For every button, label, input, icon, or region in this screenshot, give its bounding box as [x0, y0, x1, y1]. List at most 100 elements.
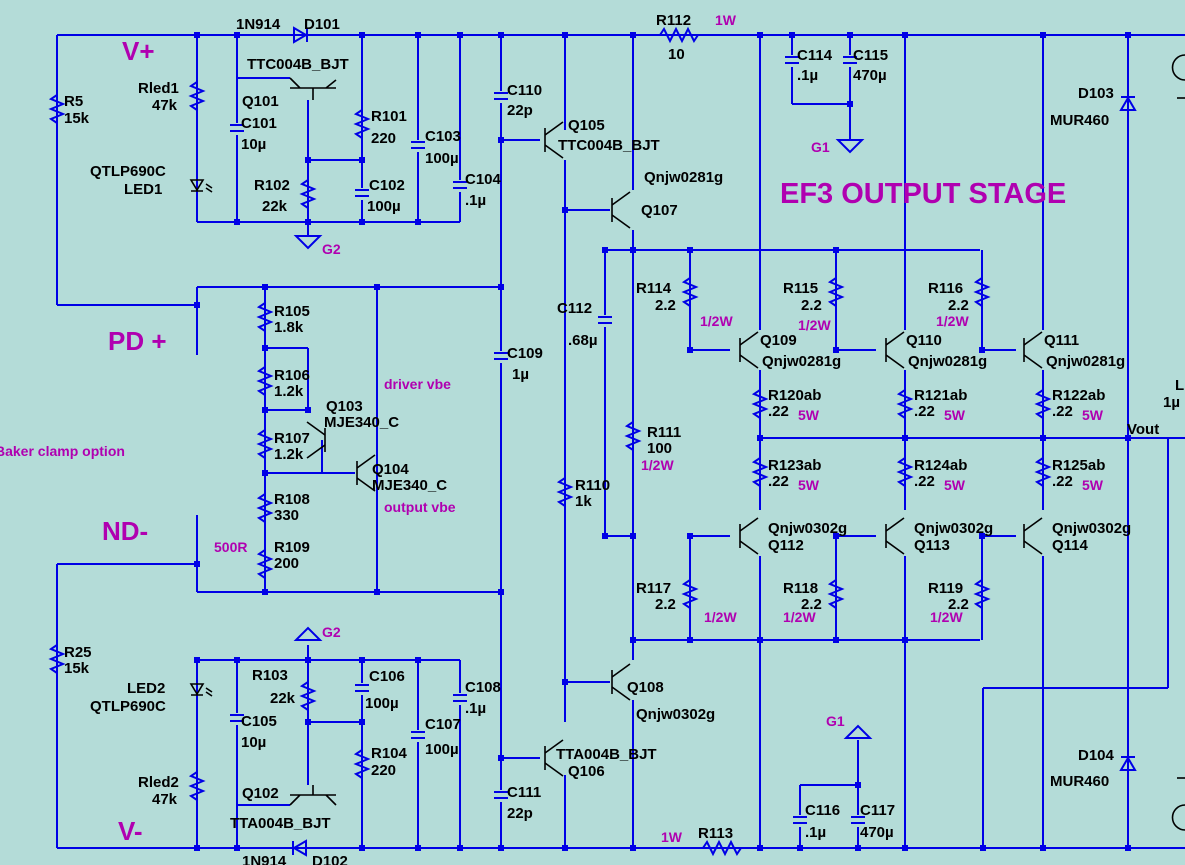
label-q114_t: Qnjw0302g [1052, 520, 1131, 537]
resistor-symbols [48, 81, 1052, 801]
label-r121_p: 5W [944, 407, 966, 423]
label-q102_t: TTA004B_BJT [230, 815, 331, 832]
label-r110_v: 1k [575, 493, 592, 510]
label-r118_v: 2.2 [801, 596, 822, 613]
label-d103: D103 [1078, 85, 1114, 102]
baker-clamp-note: Baker clamp option [0, 443, 125, 459]
label-r114: R114 [636, 280, 672, 297]
label-d101_type: 1N914 [236, 16, 281, 33]
label-c115_v: 470µ [853, 67, 887, 84]
rail-vplus-label: V+ [122, 36, 155, 66]
label-c104_v: .1µ [465, 192, 486, 209]
label-d103_t: MUR460 [1050, 112, 1109, 129]
label-d104: D104 [1078, 747, 1115, 764]
connector-arcs [1171, 54, 1185, 831]
label-q112: Q112 [768, 537, 804, 554]
label-rled2_v: 47k [152, 791, 178, 808]
label-c111: C111 [507, 784, 541, 801]
label-r114_v: 2.2 [655, 297, 676, 314]
label-q109_t: Qnjw0281g [762, 353, 841, 370]
label-r123_p: 5W [798, 477, 820, 493]
label-r104: R104 [371, 745, 408, 762]
label-r124: R124ab [914, 457, 967, 474]
label-r122_p: 5W [1082, 407, 1104, 423]
label-c108_v: .1µ [465, 700, 486, 717]
label-r116: R116 [928, 280, 963, 297]
junction-dots [194, 32, 1131, 851]
label-c101: C101 [241, 115, 277, 132]
label-r114_p: 1/2W [700, 313, 733, 329]
ground-label-g1-bottom: G1 [826, 713, 845, 729]
label-c117_v: 470µ [860, 824, 894, 841]
label-r121: R121ab [914, 387, 967, 404]
label-r112_p: 1W [715, 12, 737, 28]
label-r115_p: 1/2W [798, 317, 831, 333]
label-r124_p: 5W [944, 477, 966, 493]
label-r25_v: 15k [64, 660, 90, 677]
label-r113_p: 1W [661, 829, 683, 845]
label-r106: R106 [274, 367, 310, 384]
label-c106_v: 100µ [365, 695, 399, 712]
symbols [292, 26, 1137, 857]
label-d104_t: MUR460 [1050, 773, 1109, 790]
label-r120_v: .22 [768, 403, 789, 420]
label-led1_t: QTLP690C [90, 163, 166, 180]
label-r112_v: 10 [668, 46, 685, 63]
label-r123: R123ab [768, 457, 821, 474]
label-r108_v: 330 [274, 507, 299, 524]
wiring [56, 34, 1185, 849]
label-r110: R110 [575, 477, 610, 494]
diagram-title: EF3 OUTPUT STAGE [780, 178, 1066, 210]
label-q114: Q114 [1052, 537, 1089, 554]
label-c107_v: 100µ [425, 741, 459, 758]
label-r111_p: 1/2W [641, 457, 674, 473]
label-q102: Q102 [242, 785, 279, 802]
driver-vbe-note: driver vbe [384, 376, 451, 392]
label-c116_v: .1µ [805, 824, 826, 841]
label-r25: R25 [64, 644, 92, 661]
label-q109: Q109 [760, 332, 797, 349]
label-led2: LED2 [127, 680, 165, 697]
label-q111: Q111 [1044, 332, 1079, 349]
label-q113: Q113 [914, 537, 950, 554]
label-r109_v: 200 [274, 555, 299, 572]
label-r103_v: 22k [270, 690, 296, 707]
label-q106_t: TTA004B_BJT [556, 746, 657, 763]
label-r112: R112 [656, 12, 691, 29]
label-q106: Q106 [568, 763, 605, 780]
label-r117_p: 1/2W [704, 609, 737, 625]
vout-label: Vout [1127, 421, 1159, 438]
label-r124_v: .22 [914, 473, 935, 490]
label-c109: C109 [507, 345, 543, 362]
label-q107_t: Qnjw0281g [644, 169, 723, 186]
label-q107: Q107 [641, 202, 678, 219]
nd-minus-label: ND- [102, 516, 148, 546]
label-r125_p: 5W [1082, 477, 1104, 493]
label-r115: R115 [783, 280, 818, 297]
label-c107: C107 [425, 716, 461, 733]
label-d102_type: 1N914 [242, 853, 287, 865]
label-c103_v: 100µ [425, 150, 459, 167]
label-r113: R113 [698, 825, 733, 842]
label-q104: Q104 [372, 461, 409, 478]
label-r120: R120ab [768, 387, 821, 404]
label-r123_v: .22 [768, 473, 789, 490]
label-r119_v: 2.2 [948, 596, 969, 613]
label-r117_v: 2.2 [655, 596, 676, 613]
output-vbe-note: output vbe [384, 499, 456, 515]
label-rled1: Rled1 [138, 80, 179, 97]
label-q108: Q108 [627, 679, 664, 696]
ground-label-g1-top: G1 [811, 139, 830, 155]
pd-plus-label: PD + [108, 326, 167, 356]
label-c110: C110 [507, 82, 542, 99]
label-r111: R111 [647, 424, 681, 441]
ground-symbols [293, 139, 873, 739]
r500-note: 500R [214, 539, 247, 555]
label-r101_v: 220 [371, 130, 396, 147]
label-r115_v: 2.2 [801, 297, 822, 314]
label-c112: C112 [557, 300, 592, 317]
label-led2_t: QTLP690C [90, 698, 166, 715]
ground-label-g2-top: G2 [322, 241, 341, 257]
label-c117: C117 [860, 802, 895, 819]
